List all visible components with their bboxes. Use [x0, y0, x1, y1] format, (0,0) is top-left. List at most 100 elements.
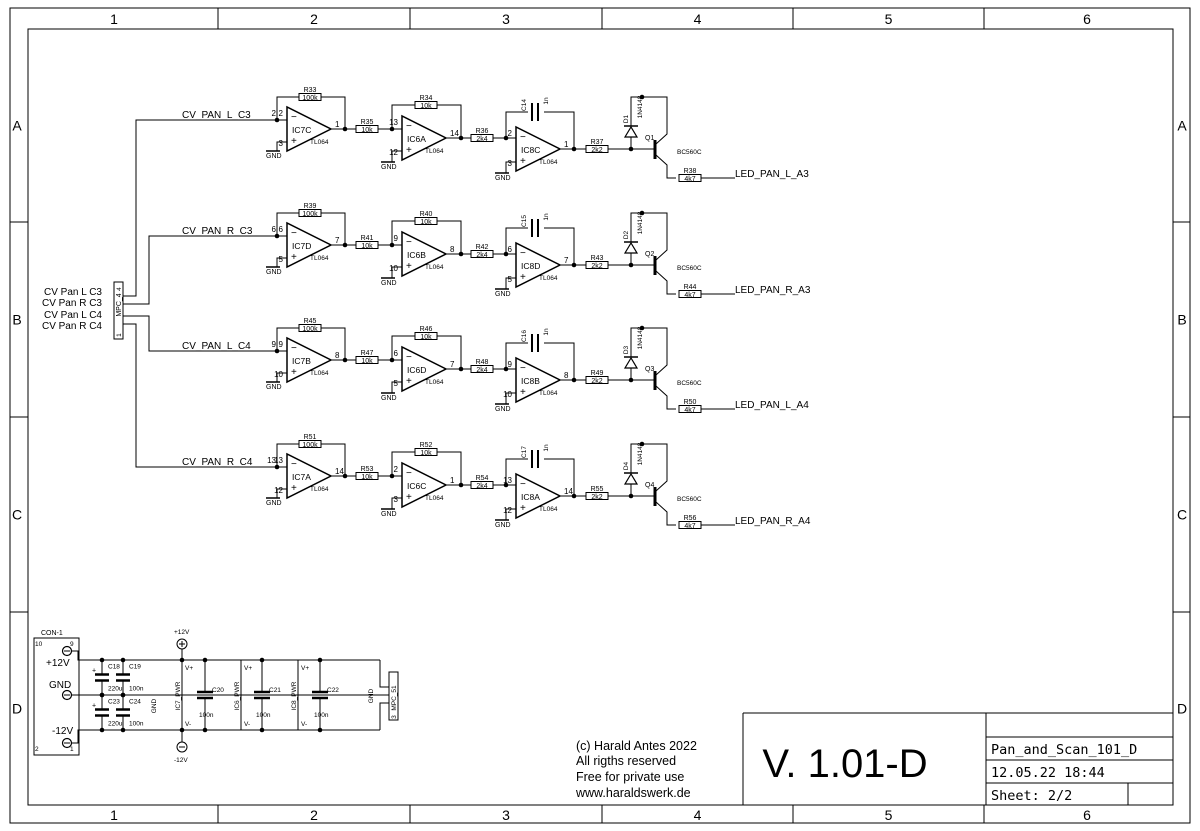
website-text: www.haraldswerk.de	[575, 786, 691, 800]
diode-ref: D2	[623, 230, 630, 239]
filename-label: Pan_and_Scan_101_D	[991, 742, 1137, 758]
wire	[379, 660, 389, 688]
opamp-stage2-ref: IC6A	[407, 134, 426, 144]
opamp-stage3-type: TL064	[539, 275, 558, 282]
resistor-rin2-value: 10k	[361, 127, 373, 134]
resistor-rled-value: 4k7	[684, 523, 695, 530]
pin-number: 2	[272, 109, 277, 118]
net-label-input: CV_PAN_L_C3	[182, 110, 251, 121]
resistor-rin3	[470, 481, 494, 489]
cap-gap	[528, 452, 544, 466]
row-label: B	[1177, 312, 1186, 328]
rail-label: +12V	[46, 658, 70, 669]
pin-number: 10	[389, 264, 398, 273]
minus-sign: −	[291, 228, 297, 239]
connector-pin-label: CV Pan R C4	[42, 321, 102, 332]
outer-border	[9, 7, 1191, 824]
resistor-rin2-ref: R53	[361, 466, 374, 473]
resistor-rout-value: 2k2	[591, 494, 602, 501]
pin-number: 12	[389, 148, 398, 157]
pin-number: 1	[564, 140, 569, 149]
plus-sign: +	[291, 136, 297, 147]
junction-dot	[99, 657, 105, 663]
diode-type: 1N4148	[637, 326, 644, 349]
net-label-input: CV_PAN_R_C3	[182, 226, 253, 237]
opamp-stage1	[286, 221, 333, 269]
resistor-rout	[585, 145, 609, 153]
pin-number: 5	[279, 255, 284, 264]
opamp-stage1-type: TL064	[310, 255, 329, 262]
gnd-label: GND	[381, 511, 397, 518]
pin-number: 9	[70, 641, 74, 648]
junction-dot	[503, 251, 509, 257]
capacitor-c22-value: 100n	[314, 712, 329, 719]
capacitor-c19-value: 100n	[129, 686, 144, 693]
vminus-label: V-	[244, 721, 250, 728]
resistor-rin3	[470, 250, 494, 258]
resistor-rf2-ref: R40	[420, 211, 433, 218]
pin-number: 1	[116, 333, 123, 337]
plus-sign: +	[406, 145, 412, 156]
column-label: 1	[110, 11, 118, 27]
junction-dot	[120, 657, 126, 663]
capacitor-c18-ref: C18	[108, 664, 120, 671]
pin-number: 9	[508, 360, 513, 369]
junction-dot	[458, 251, 464, 257]
pin-number: 2	[508, 129, 513, 138]
transistor-emitter	[642, 327, 668, 376]
junction-dot	[317, 657, 323, 663]
resistor-rf1	[298, 209, 322, 217]
junction-dot	[274, 348, 280, 354]
opamp-stage3-ref: IC8D	[521, 261, 540, 271]
junction-dot	[458, 366, 464, 372]
resistor-rout-value: 2k2	[591, 378, 602, 385]
pin-number: 3	[394, 495, 399, 504]
gnd-wire	[266, 141, 287, 152]
capacitor-c23-ref: C23	[108, 699, 120, 706]
junction-dot	[202, 727, 208, 733]
resistor-rin3	[470, 134, 494, 142]
gnd-wire	[381, 497, 402, 510]
minus-sign: −	[406, 468, 412, 479]
row-label: C	[1177, 507, 1187, 523]
gnd-label: GND	[495, 175, 511, 182]
row-label: A	[1177, 118, 1187, 134]
rights-text: All rigths reserved	[576, 754, 676, 768]
rail-label: -12V	[52, 726, 73, 737]
resistor-rled-ref: R56	[684, 515, 697, 522]
junction-dot	[571, 377, 577, 383]
resistor-rf2	[414, 101, 438, 109]
opamp-stage3-type: TL064	[539, 159, 558, 166]
resistor-rf1-ref: R33	[304, 87, 317, 94]
junction-dot	[342, 357, 348, 363]
plus-sign: +	[291, 252, 297, 263]
opamp-stage3-type: TL064	[539, 390, 558, 397]
resistor-rf1	[298, 93, 322, 101]
gnd-label: GND	[151, 698, 158, 713]
capacitor-value: 1n	[543, 213, 550, 221]
junction-dot	[389, 473, 395, 479]
gnd-label: GND	[266, 500, 282, 507]
capacitor-c19-ref: C19	[129, 664, 141, 671]
cap-gap	[528, 221, 544, 235]
resistor-rin3-value: 2k4	[476, 483, 487, 490]
resistor-rf2-ref: R52	[420, 442, 433, 449]
junction-dot	[99, 727, 105, 733]
resistor-rout	[585, 261, 609, 269]
minus-sign: −	[520, 363, 526, 374]
gnd-label: GND	[495, 291, 511, 298]
column-label: 6	[1083, 807, 1091, 823]
opamp-stage3	[515, 356, 562, 404]
junction-dot	[503, 135, 509, 141]
junction-dot	[120, 692, 126, 698]
gnd-wire	[266, 372, 287, 383]
junction-dot	[342, 242, 348, 248]
resistor-rout-ref: R43	[591, 255, 604, 262]
column-label: 4	[694, 807, 702, 823]
diode-type: 1N4148	[637, 442, 644, 465]
opamp-stage1-ref: IC7C	[292, 125, 311, 135]
junction-dot	[571, 146, 577, 152]
net-label-input: CV_PAN_R_C4	[182, 457, 253, 468]
gnd-label: GND	[381, 280, 397, 287]
